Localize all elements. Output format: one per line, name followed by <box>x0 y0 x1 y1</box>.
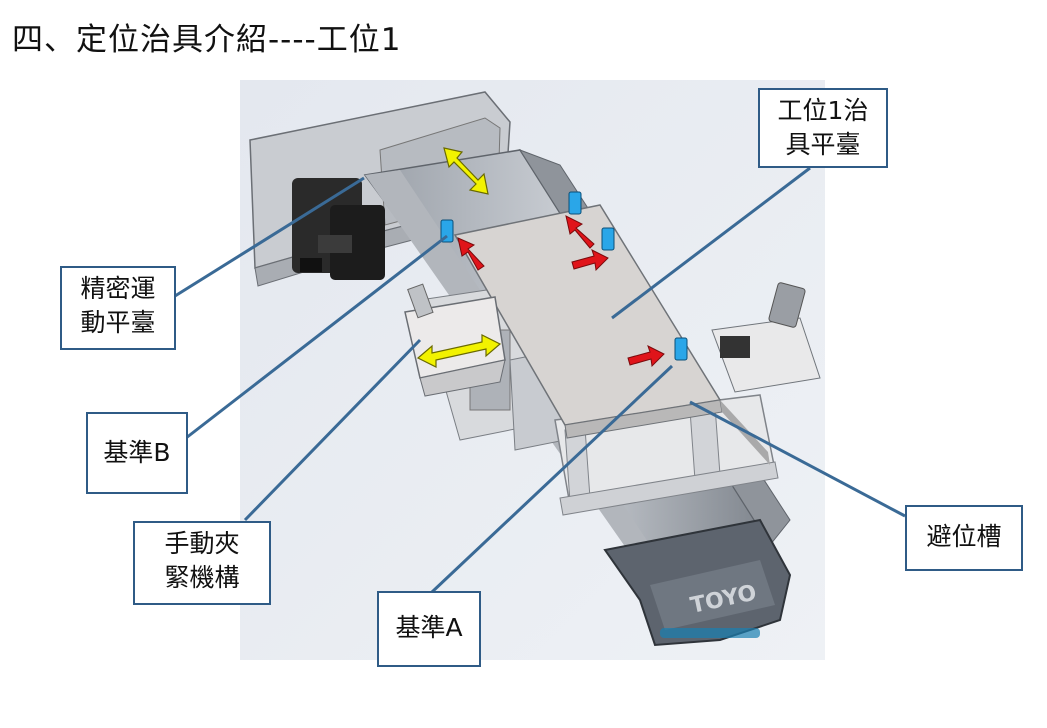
sensor-front <box>674 337 688 361</box>
callout-precision-line2: 動平臺 <box>80 308 156 337</box>
sensor-top-1 <box>568 191 582 215</box>
servo-motor <box>292 178 385 280</box>
callout-datum-a: 基準A <box>377 591 481 667</box>
red-arrow-3 <box>571 249 609 272</box>
callout-precision-line1: 精密運 <box>80 274 156 303</box>
yellow-double-arrows <box>416 147 502 368</box>
callout-relief-slot-text: 避位槽 <box>926 522 1002 551</box>
callout-manual-clamp-line1: 手動夾 <box>164 529 240 558</box>
red-arrow-4 <box>627 345 665 368</box>
leader-relief-slot <box>689 400 906 518</box>
red-positioning-arrows <box>457 215 665 368</box>
callout-manual-clamp-line2: 緊機構 <box>164 563 240 592</box>
module-end-cap: TOYO <box>603 518 792 647</box>
page-title: 四、定位治具介紹----工位1 <box>12 22 402 58</box>
callout-datum-a-text: 基準A <box>395 613 463 642</box>
sensor-top-2 <box>601 227 615 251</box>
leader-manual-clamp <box>243 338 422 522</box>
callout-station1-line1: 工位1治 <box>777 96 869 125</box>
callout-manual-clamp: 手動夾 緊機構 <box>133 521 271 605</box>
red-arrow-1 <box>457 237 485 271</box>
callout-datum-b: 基準B <box>86 412 188 494</box>
callout-relief-slot: 避位槽 <box>905 505 1023 571</box>
yellow-arrow-side <box>416 334 502 368</box>
leader-station1 <box>611 166 811 320</box>
leader-datum-a <box>430 364 674 594</box>
leader-precision-stage <box>174 176 365 298</box>
yellow-arrow-top <box>443 147 489 195</box>
callout-station1-line2: 具平臺 <box>785 130 861 159</box>
callout-station1-fixture: 工位1治 具平臺 <box>758 88 888 168</box>
side-clamp-right <box>711 282 821 393</box>
red-arrow-2 <box>565 215 595 249</box>
callout-datum-b-text: 基準B <box>103 438 171 467</box>
leader-lines <box>174 166 906 594</box>
leader-datum-b <box>185 234 448 440</box>
callout-precision-stage: 精密運 動平臺 <box>60 266 176 350</box>
